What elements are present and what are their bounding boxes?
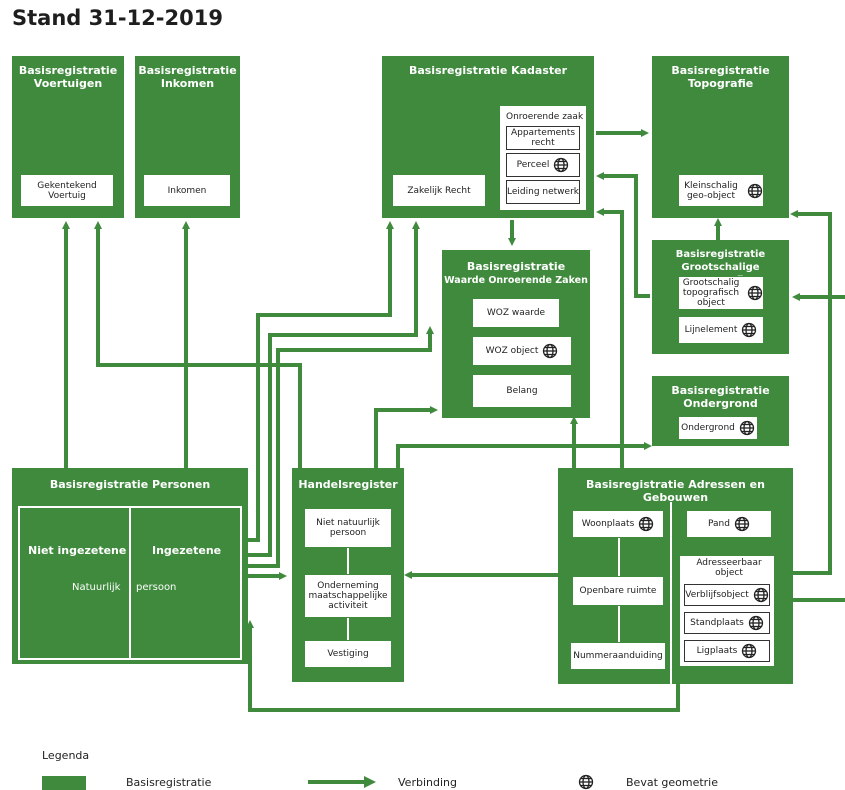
- globe-icon: [753, 587, 768, 603]
- adresseerbaar-object-group: Adresseerbaar object Verblijfsobject Sta…: [680, 556, 774, 666]
- persoon-label: persoon: [136, 582, 177, 593]
- handelsregister-box: Handelsregister Niet natuurlijk persoon …: [292, 468, 404, 682]
- globe-icon: [734, 516, 750, 532]
- grootschalig-label: Grootschalig topografisch object: [682, 278, 740, 308]
- globe-icon: [748, 615, 763, 631]
- woz-object-label: WOZ object: [485, 346, 539, 356]
- inkomen-box: Basisregistratie Inkomen Inkomen: [135, 56, 240, 218]
- handelsregister-title: Handelsregister: [298, 478, 398, 491]
- belang-box: Belang: [472, 374, 572, 408]
- inkomen-item-box: Inkomen: [143, 174, 231, 207]
- natuurlijk-persoon-frame: [18, 506, 242, 660]
- zakelijk-recht-box: Zakelijk Recht: [392, 174, 486, 207]
- globe-icon: [742, 322, 757, 338]
- topografie-box: Basisregistratie Topografie Kleinschalig…: [652, 56, 789, 218]
- natuurlijk-label: Natuurlijk: [72, 582, 121, 593]
- perceel-label: Perceel: [516, 160, 550, 170]
- woonplaats-label: Woonplaats: [581, 519, 635, 529]
- standplaats-label: Standplaats: [690, 618, 744, 628]
- lijnelement-box: Lijnelement: [678, 316, 764, 344]
- kadaster-title: Basisregistratie Kadaster: [408, 64, 568, 77]
- ligplaats-label: Ligplaats: [696, 646, 738, 656]
- globe-icon: [639, 516, 654, 532]
- ondergrond-box: Basisregistratie Ondergrond Ondergrond: [652, 376, 789, 446]
- niet-natuurlijk-persoon-box: Niet natuurlijk persoon: [304, 508, 392, 548]
- personen-divider: [129, 508, 131, 658]
- nummeraanduiding-box: Nummeraanduiding: [570, 642, 666, 670]
- adresseerbaar-object-label: Adresseerbaar object: [696, 558, 762, 578]
- woz-object-box: WOZ object: [472, 336, 572, 366]
- personen-box: Basisregistratie Personen Niet ingezeten…: [12, 468, 248, 664]
- legend-title: Legenda: [42, 749, 90, 762]
- topografie-title: Basisregistratie Topografie: [671, 64, 770, 90]
- openbare-ruimte-box: Openbare ruimte: [572, 576, 664, 606]
- pand-box: Pand: [686, 510, 772, 538]
- verblijfsobject-box: Verblijfsobject: [684, 584, 770, 606]
- woonplaats-box: Woonplaats: [572, 510, 664, 538]
- legend-globe-icon: [578, 774, 594, 790]
- onroerende-zaak-group: Onroerende zaak Appartements recht Perce…: [500, 106, 586, 210]
- lijnelement-label: Lijnelement: [684, 325, 738, 335]
- globe-icon: [739, 420, 755, 436]
- kleinschalig-label: Kleinschalig geo-object: [684, 180, 738, 201]
- globe-icon: [554, 157, 569, 173]
- grootschalig-object-box: Grootschalig topografisch object: [678, 276, 764, 310]
- ondergrond-item-box: Ondergrond: [678, 416, 758, 440]
- ondergrond-title: Basisregistratie Ondergrond: [671, 384, 770, 410]
- bag-box: Basisregistratie Adressen en Gebouwen Wo…: [558, 468, 793, 684]
- onroerende-zaak-label: Onroerende zaak: [506, 112, 584, 122]
- grootschalige-topografie-box: Basisregistratie Grootschalige Topografi…: [652, 240, 789, 354]
- appartementsrecht-box: Appartements recht: [506, 126, 580, 150]
- ondergrond-label: Ondergrond: [681, 423, 735, 433]
- standplaats-box: Standplaats: [684, 612, 770, 634]
- perceel-box: Perceel: [506, 153, 580, 177]
- bag-divider: [670, 502, 672, 684]
- voertuigen-box: Basisregistratie Voertuigen Gekentekend …: [12, 56, 124, 218]
- globe-icon: [747, 183, 763, 198]
- page-title: Stand 31-12-2019: [12, 6, 223, 30]
- kleinschalig-geo-object-box: Kleinschalig geo-object: [678, 174, 764, 207]
- woz-title-2: Waarde Onroerende Zaken: [444, 275, 588, 286]
- globe-icon: [742, 643, 757, 659]
- kadaster-box: Basisregistratie Kadaster Zakelijk Recht…: [382, 56, 594, 218]
- vestiging-box: Vestiging: [304, 640, 392, 668]
- pand-label: Pand: [708, 519, 730, 529]
- legend-basisregistratie: Basisregistratie: [126, 776, 212, 789]
- legend-swatch: [42, 776, 86, 790]
- leiding-netwerk-box: Leiding netwerk: [506, 180, 580, 204]
- verblijfsobject-label: Verblijfsobject: [685, 590, 749, 600]
- inkomen-title: Basisregistratie Inkomen: [138, 64, 237, 90]
- niet-ingezetene-label: Niet ingezetene: [28, 544, 127, 557]
- personen-title: Basisregistratie Personen: [49, 478, 211, 491]
- bag-title: Basisregistratie Adressen en Gebouwen: [586, 478, 765, 504]
- gekentekend-voertuig-box: Gekentekend Voertuig: [20, 174, 114, 207]
- woz-title-1: Basisregistratie: [466, 260, 566, 273]
- legend-verbinding: Verbinding: [398, 776, 457, 789]
- voertuigen-title: Basisregistratie Voertuigen: [18, 64, 118, 90]
- ingezetene-label: Ingezetene: [152, 544, 222, 557]
- onderneming-box: Onderneming maatschappelijke activiteit: [304, 574, 392, 618]
- legend-bevat-geometrie: Bevat geometrie: [626, 776, 718, 789]
- woz-waarde-box: WOZ waarde: [472, 298, 560, 328]
- legend-arrow-icon: [308, 776, 376, 788]
- globe-icon: [747, 285, 763, 301]
- globe-icon: [543, 343, 558, 359]
- ligplaats-box: Ligplaats: [684, 640, 770, 662]
- woz-box: Basisregistratie Waarde Onroerende Zaken…: [442, 250, 590, 418]
